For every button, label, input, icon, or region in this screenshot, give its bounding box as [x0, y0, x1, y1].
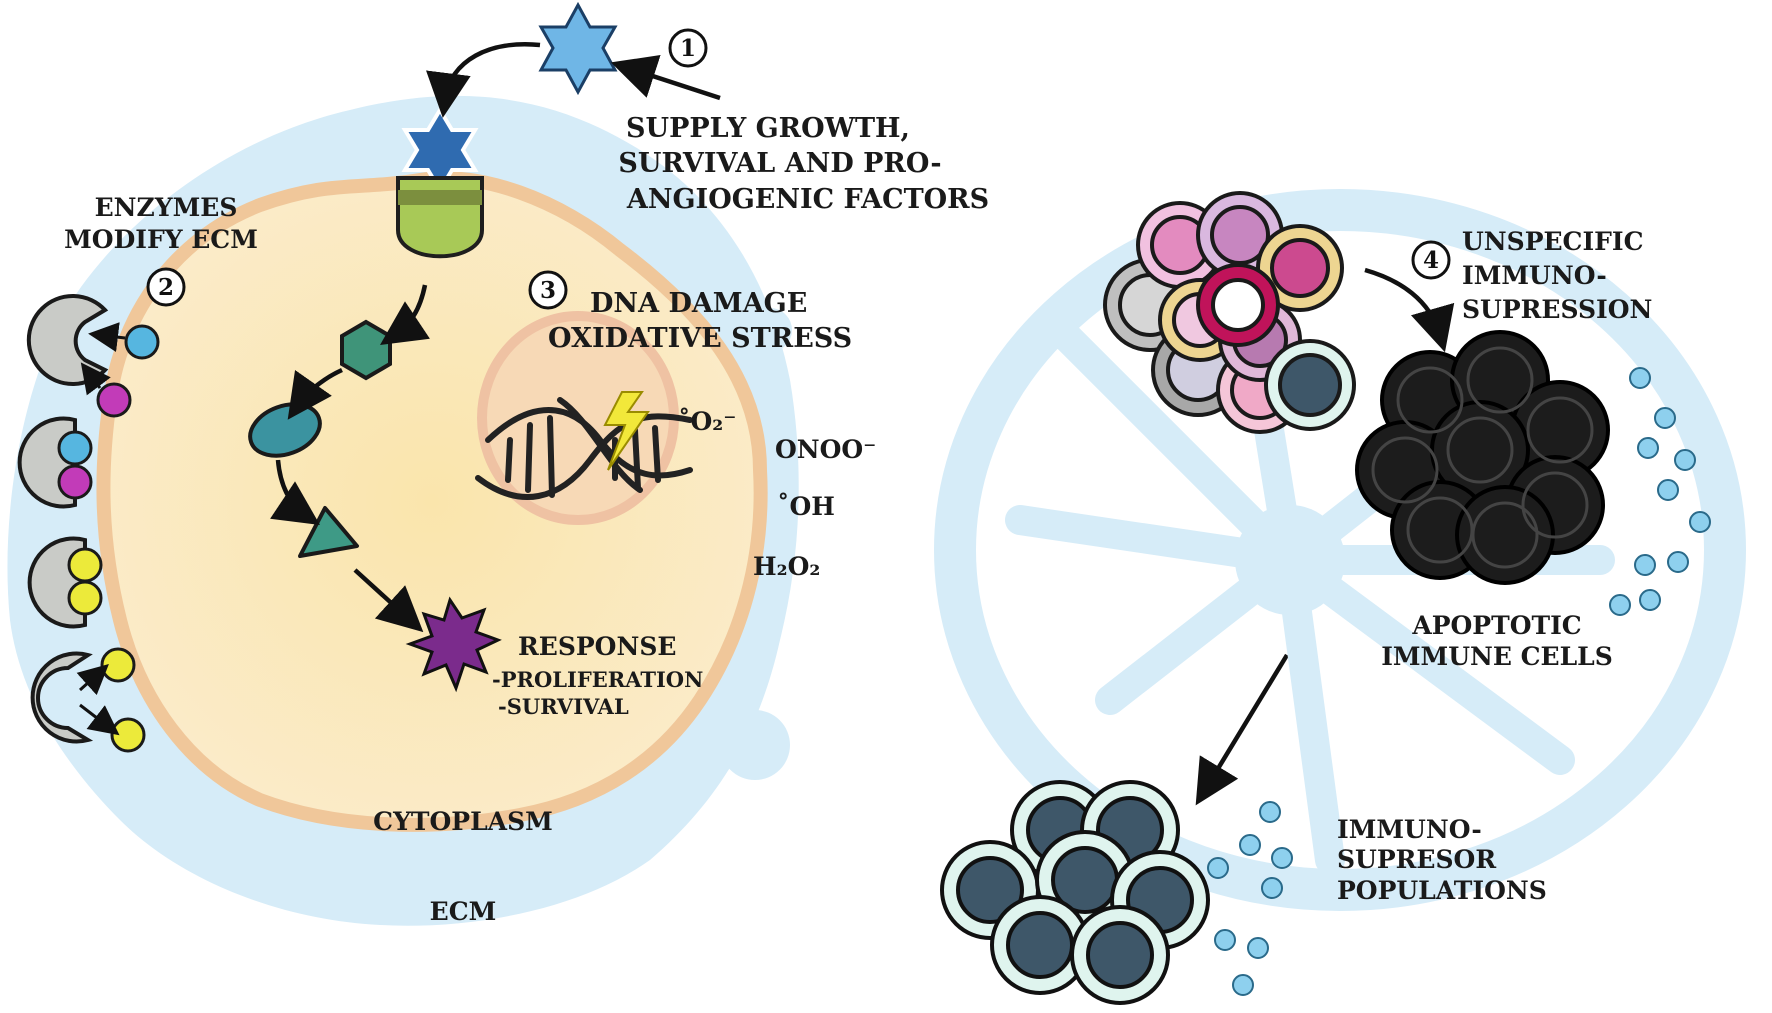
immune-cell [1210, 205, 1270, 265]
unspecific-label-line2: IMMUNO- [1462, 261, 1607, 290]
step-2-number: 2 [158, 274, 174, 301]
dna-label-line2: OXIDATIVE STRESS [548, 323, 852, 354]
apoptotic-label-line1: APOPTOTIC [1411, 611, 1581, 640]
step-4-number: 4 [1423, 247, 1439, 274]
step-1-number: 1 [680, 35, 696, 62]
immuno-label-line3: POPULATIONS [1337, 876, 1547, 905]
receptor-band [398, 190, 482, 205]
supply-label-line2: SURVIVAL AND PRO- [618, 148, 941, 179]
step-markers: 1 2 3 4 [146, 28, 1451, 310]
enzyme-icon [30, 651, 94, 744]
ball-blue [57, 430, 93, 466]
ros-hydroxyl: ˚OH [777, 492, 835, 521]
receptor-icon [396, 176, 484, 259]
ecm-bubble [748, 308, 792, 352]
step-2-circle [146, 267, 186, 307]
response-line1: -PROLIFERATION [492, 667, 703, 692]
ball-yellow [67, 580, 103, 616]
response-title: RESPONSE [518, 632, 676, 661]
response-burst-icon [405, 596, 502, 693]
triangle-effector-icon [298, 506, 359, 558]
cell-membrane [96, 171, 768, 832]
immuno-label-line2: SUPRESOR [1337, 845, 1496, 874]
unspecific-label-line1: UNSPECIFIC [1462, 227, 1644, 256]
enzymes-label-line1: ENZYMES [95, 193, 238, 222]
immuno-label-line1: IMMUNO- [1337, 815, 1482, 844]
suppressor-cluster [940, 780, 1210, 1005]
hexagon-kinase-icon [340, 319, 392, 381]
enzyme-icon [26, 294, 109, 386]
lightning-icon [603, 391, 650, 471]
ros-peroxynitrite: ONOO⁻ [775, 435, 876, 464]
step-4-circle [1411, 240, 1451, 280]
step-3-circle [528, 270, 568, 310]
ball-magenta [57, 464, 93, 500]
immune-cell [1270, 238, 1330, 298]
arrows [270, 42, 1455, 806]
ros-peroxide: H₂O₂ [753, 552, 820, 581]
supply-label-line1: SUPPLY GROWTH, [626, 113, 910, 144]
immune-cell-cluster [1103, 191, 1356, 434]
ball-yellow [110, 717, 146, 753]
enzyme-group [17, 294, 160, 753]
apoptotic-label-line2: IMMUNE CELLS [1381, 642, 1613, 671]
cytoplasm-label: CYTOPLASM [373, 807, 553, 836]
ball-blue [124, 324, 160, 360]
response-line2: -SURVIVAL [498, 694, 629, 719]
ball-magenta [96, 382, 132, 418]
apoptotic-cluster-highlights [1371, 346, 1594, 569]
step-1-circle [668, 28, 708, 68]
ball-yellow [67, 547, 103, 583]
immune-cell [1278, 353, 1342, 417]
ecm-bubble [720, 710, 790, 780]
growth-factor-star-icon [538, 1, 618, 96]
suppressor-cytokine-dots [1207, 801, 1293, 996]
cytokine-dots [1609, 367, 1711, 616]
arrow-small [76, 663, 109, 696]
supply-label-line3: ANGIOGENIC FACTORS [626, 184, 989, 215]
arrow-small [88, 322, 126, 353]
step-3-number: 3 [540, 277, 556, 304]
ros-superoxide: ˚O₂⁻ [678, 407, 736, 436]
dna-label-line1: DNA DAMAGE [590, 288, 807, 319]
immune-cell-center [1211, 278, 1265, 332]
apoptotic-cluster [1355, 330, 1610, 585]
ecm-label: ECM [430, 897, 497, 926]
ball-yellow [100, 647, 136, 683]
enzymes-label-line2: MODIFY ECM [64, 225, 258, 254]
unspecific-label-line3: SUPRESSION [1462, 295, 1652, 324]
arrow-small [80, 362, 111, 396]
arrow-small [79, 703, 120, 736]
